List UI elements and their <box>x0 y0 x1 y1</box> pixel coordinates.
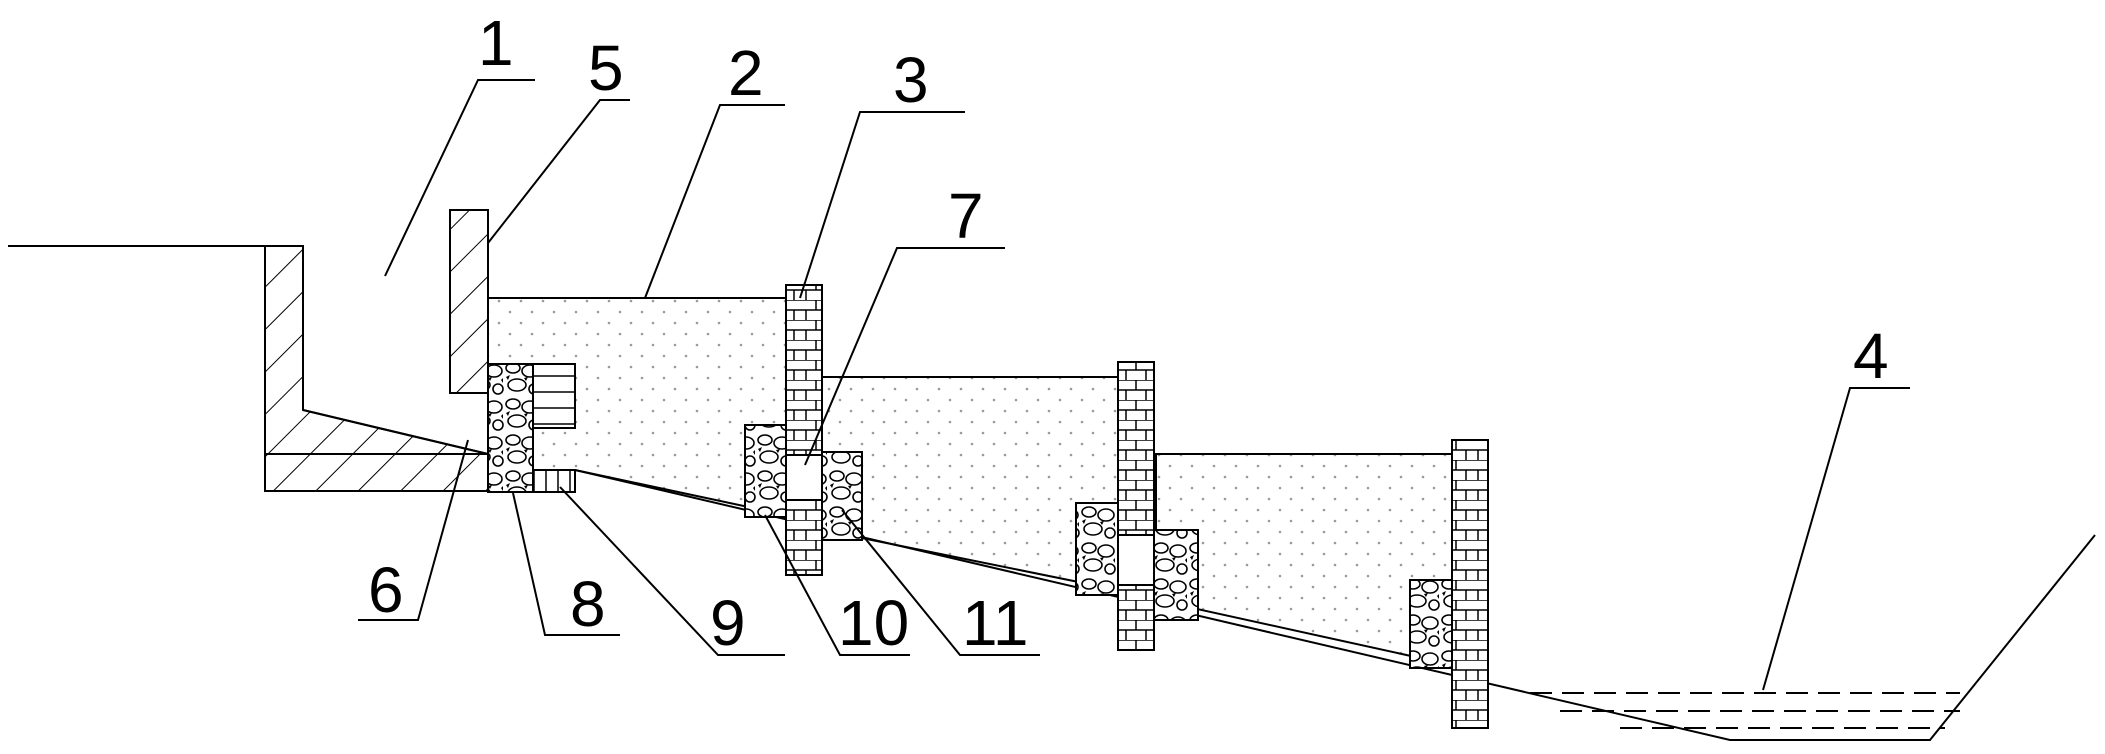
rubble-10-c <box>1410 580 1452 668</box>
label-4: 4 <box>1853 320 1889 392</box>
drain-pipe-9 <box>533 470 575 492</box>
drain-block-9 <box>533 364 575 428</box>
brick-wall-2 <box>1118 362 1154 650</box>
label-2: 2 <box>728 37 764 109</box>
water-body <box>1530 693 1960 728</box>
rubble-10-a <box>745 425 786 517</box>
rubble-10-b <box>1076 503 1118 595</box>
label-3: 3 <box>893 44 929 116</box>
label-7: 7 <box>948 180 984 252</box>
label-6: 6 <box>368 554 404 626</box>
label-1: 1 <box>478 7 514 79</box>
label-10: 10 <box>838 587 909 659</box>
label-8: 8 <box>570 568 606 640</box>
drain-pipe-7-b <box>1118 535 1154 585</box>
label-9: 9 <box>710 587 746 659</box>
brick-wall-3 <box>1452 440 1488 728</box>
rubble-11-b <box>1154 530 1198 620</box>
drainage-ditch <box>265 210 488 491</box>
rubble-filter-8 <box>488 364 533 492</box>
label-5: 5 <box>588 32 624 104</box>
label-11: 11 <box>962 587 1028 659</box>
brick-wall-1 <box>786 285 822 575</box>
drain-pipe-7-a <box>786 455 822 500</box>
